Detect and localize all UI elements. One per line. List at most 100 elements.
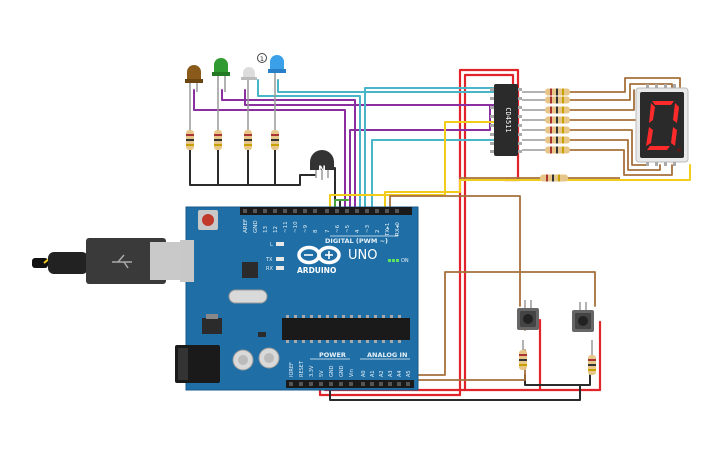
pin-label: ~3 [365, 224, 371, 233]
wire-purple-ic2[interactable] [244, 89, 496, 106]
pin-label: RX◂0 [395, 222, 401, 236]
pin-label: 12 [273, 226, 279, 233]
ic-cd4511[interactable]: CD4511 [490, 84, 522, 156]
regulator [202, 318, 222, 334]
arduino-uno[interactable]: AREF GND 13 12 ~11 ~10 ~9 8 7 ~6 ~5 4 ~3… [32, 206, 419, 391]
resistor-seg-g[interactable] [522, 146, 570, 154]
segment-resistors [522, 88, 620, 182]
pin-label: Vin [349, 369, 355, 377]
wire-brown-5[interactable] [569, 129, 649, 166]
pin-label: A0 [361, 370, 367, 377]
digital-header-label: DIGITAL (PWM ~) [325, 237, 388, 245]
analog-pin-labels: A0 A1 A2 A3 A4 A5 [361, 370, 412, 377]
resistor-led3[interactable] [244, 130, 252, 150]
wire-black-gnd-board[interactable] [329, 374, 581, 401]
pin-label: RESET [299, 360, 305, 377]
pin-label: GND [329, 365, 335, 377]
pin-label: A3 [388, 370, 394, 377]
capacitors [232, 347, 280, 371]
resistor-seg-b[interactable] [522, 96, 570, 104]
l-led-label: L [270, 242, 273, 248]
pin-label: A2 [379, 370, 385, 377]
usb-jack [180, 240, 194, 282]
resistor-seg-e[interactable] [522, 126, 570, 134]
npn-transistor[interactable]: N [310, 150, 334, 180]
pin-label: 13 [263, 226, 269, 233]
seven-segment-display[interactable]: 0 [635, 84, 689, 166]
wire-cyan-led[interactable] [277, 79, 496, 93]
pin-label: GND [339, 365, 345, 377]
pin-label: AREF [243, 219, 249, 233]
usb-icon [112, 254, 132, 269]
wire-green[interactable] [334, 199, 349, 209]
wire-brown-1[interactable] [569, 77, 681, 93]
wire-brown-7[interactable] [569, 149, 673, 176]
pin-label: IOREF [289, 362, 295, 377]
wire-brown-btn2[interactable] [409, 271, 596, 376]
power-pin-labels: IOREF RESET 3.3V 5V GND GND Vin [289, 360, 355, 377]
model-label: UNO [348, 248, 377, 263]
usb-chip [242, 262, 258, 278]
resistor-seg-f[interactable] [522, 136, 570, 144]
status-leds: L TX RX [265, 242, 284, 272]
wire-cyan-4[interactable] [257, 79, 361, 209]
pushbutton-2[interactable] [572, 302, 594, 332]
usb-cable[interactable] [32, 238, 182, 284]
analog-header-label: ANALOG IN [367, 351, 407, 359]
led-counter-badge: 1 [257, 53, 267, 63]
reset-button[interactable] [198, 210, 218, 230]
ic-label: CD4511 [504, 107, 512, 132]
wire-purple-led2[interactable] [221, 89, 356, 209]
pin-label: A4 [397, 370, 403, 377]
resistor-seg-a[interactable] [522, 88, 570, 96]
resistor-btn2[interactable] [588, 340, 596, 375]
power-header[interactable] [286, 380, 358, 388]
pin-label: 5V [319, 370, 325, 377]
wire-brown-6[interactable] [569, 139, 661, 171]
wire-red-4[interactable] [538, 320, 602, 392]
wire-brown-3[interactable] [569, 89, 635, 111]
digital-pin-labels: AREF GND 13 12 ~11 ~10 ~9 8 7 ~6 ~5 4 ~3… [243, 219, 401, 237]
resistor-btn1[interactable] [519, 340, 527, 370]
power-on-led: ON [388, 258, 409, 264]
led-resistors [186, 130, 279, 150]
wire-yellow-1[interactable] [329, 121, 496, 209]
wire-yellow-2[interactable] [384, 164, 691, 209]
pushbutton-1[interactable] [517, 300, 539, 330]
digital-header[interactable] [240, 207, 412, 215]
pin-label: A1 [370, 370, 376, 377]
wire-purple-led1[interactable] [193, 89, 346, 209]
wire-black-gnd-btn2[interactable] [579, 374, 591, 386]
power-jack[interactable] [175, 345, 220, 383]
display-segments [646, 101, 679, 150]
crystal [228, 289, 268, 304]
resistor-display-common[interactable] [540, 174, 620, 182]
wire-cyan-3[interactable] [371, 139, 496, 209]
resistor-led1[interactable] [186, 130, 194, 150]
rx-led-label: RX [266, 266, 273, 272]
tx-led-label: TX [265, 257, 273, 263]
wire-brown-btn1[interactable] [389, 195, 521, 307]
resistor-led4[interactable] [271, 130, 279, 150]
resistor-seg-d[interactable] [522, 116, 570, 124]
on-led-label: ON [401, 258, 409, 264]
analog-header[interactable] [358, 380, 414, 388]
pin-label: 8 [313, 229, 319, 233]
pin-label: 2 [375, 230, 381, 234]
pin-label: ~10 [293, 221, 299, 233]
wire-black-gnd-leds[interactable] [189, 149, 316, 186]
pin-label: ~5 [345, 224, 351, 233]
pin-label: GND [253, 220, 259, 233]
resistor-led2[interactable] [214, 130, 222, 150]
wire-cyan-2[interactable] [364, 87, 496, 209]
brand-label: ARDUINO [297, 266, 336, 275]
wire-brown-2[interactable] [569, 83, 673, 101]
pin-label: 4 [355, 229, 361, 233]
arduino-logo-icon [297, 245, 341, 265]
pin-label: 7 [325, 229, 331, 233]
pin-label: ~11 [283, 221, 289, 233]
pin-label: ~9 [303, 224, 309, 233]
resistor-seg-c[interactable] [522, 106, 570, 114]
led-counter-label: 1 [260, 55, 264, 63]
pin-label: ~6 [335, 224, 341, 233]
